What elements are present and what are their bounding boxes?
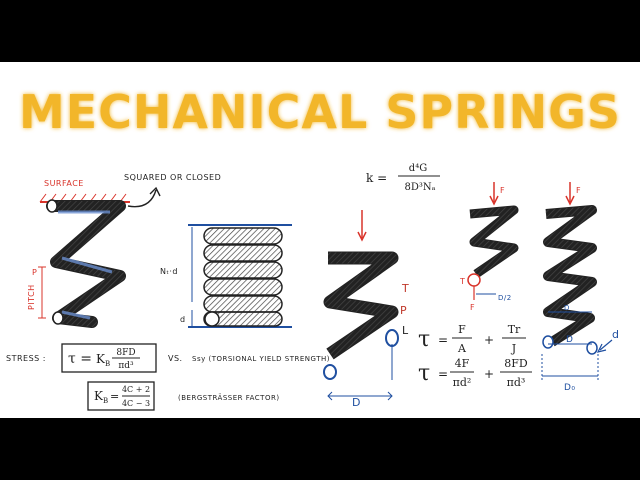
plus-1: + [484,333,494,347]
kb-den: 4C − 3 [122,399,150,408]
label-P: P [400,304,407,317]
stress-den: πd³ [118,361,134,371]
label-D: D [352,396,361,409]
k-num: d⁴G [409,163,427,174]
bergstrasser-label: (BERGSTRÄSSER FACTOR) [178,393,280,402]
tau-2: τ [418,361,430,386]
frac-8FD: 8FD [504,357,528,370]
stress-num: 8FD [116,348,135,358]
stress-formula-box: STRESS : τ = K B 8FD πd³ VS. Ssy (TORSIO… [6,343,330,411]
whiteboard: MECHANICAL SPRINGS SURFACE SQUA [0,62,640,418]
vs-label: VS. [168,354,183,363]
frac-4F: 4F [455,357,470,370]
label-pitch-left: PITCH [27,284,36,310]
spring-solid-height [188,224,292,328]
stress-label: STRESS : [6,354,46,363]
label-squared-or-closed: SQUARED OR CLOSED [124,173,221,182]
label-D-top: D [564,304,570,312]
kb-sub: B [103,397,108,405]
spring-squared-ends [38,186,161,328]
spring-dimensions [541,182,613,380]
label-D-o: D₀ [564,383,576,393]
label-d-right: d [612,328,619,341]
shear-stress-formulas: τ = F A + Tr J τ = 4F πd² + 8FD πd³ [418,323,532,389]
label-nt-d: Nₜ·d [160,267,178,276]
label-d-small: d [180,315,186,324]
stress-tau: τ = [68,351,92,367]
frac-J: J [511,342,516,355]
label-p-left: P [32,268,37,277]
frac-pid2: πd² [453,376,472,389]
kb-lhs: K [94,389,104,403]
stress-K-sub: B [105,360,110,368]
letterbox-bottom [0,418,640,480]
eq-1: = [438,333,448,347]
label-D-half: D/2 [498,294,512,302]
label-L: L [402,324,409,337]
k-lhs: k = [366,171,387,185]
tau-1: τ [418,327,430,352]
label-T: T [401,282,409,295]
frac-pid3: πd³ [507,376,526,389]
frac-Tr: Tr [508,323,521,336]
label-surface: SURFACE [44,179,84,188]
spring-force-small [467,182,519,300]
k-den: 8D³Nₐ [405,182,436,193]
letterbox-top [0,0,640,62]
plus-2: + [484,367,494,381]
page-title: MECHANICAL SPRINGS [19,85,621,139]
label-T-small: T [459,277,465,286]
ssy-label: Ssy (TORSIONAL YIELD STRENGTH) [192,355,330,363]
kb-eq: = [110,390,119,403]
stress-K: K [96,352,106,366]
label-F3: F [576,186,581,195]
eq-2: = [438,367,448,381]
label-F1: F [500,186,505,195]
spring-free-length [323,210,399,401]
label-D-mid: D [566,335,573,345]
kb-num: 4C + 2 [122,385,150,394]
frac-A: A [457,342,467,355]
label-F2: F [470,303,475,312]
frac-F: F [458,323,466,336]
